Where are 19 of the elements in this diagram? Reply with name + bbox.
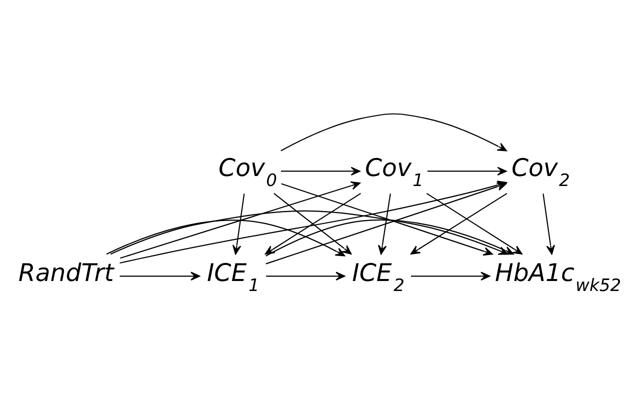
node-text: Cov$_{0}$ — [218, 153, 278, 192]
arrow — [274, 192, 352, 255]
node-text: ICE$_{1}$ — [206, 258, 260, 296]
node-text: Cov$_{2}$ — [511, 153, 570, 192]
arrow — [232, 194, 245, 255]
arrow — [281, 166, 360, 176]
node-text: ICE$_{2}$ — [352, 258, 405, 296]
arrow — [120, 181, 360, 259]
arrow — [266, 272, 346, 281]
arrow — [120, 272, 200, 281]
node-text: HbA1c$_{wk52}$ — [494, 258, 622, 296]
node-text: Cov$_{1}$ — [365, 153, 424, 192]
arrow — [427, 166, 507, 176]
arrow — [411, 272, 490, 281]
arrow — [542, 194, 555, 255]
arrow — [378, 194, 391, 255]
arrow — [281, 183, 493, 256]
node-text: RandTrt — [18, 258, 114, 288]
arrow — [280, 113, 507, 152]
